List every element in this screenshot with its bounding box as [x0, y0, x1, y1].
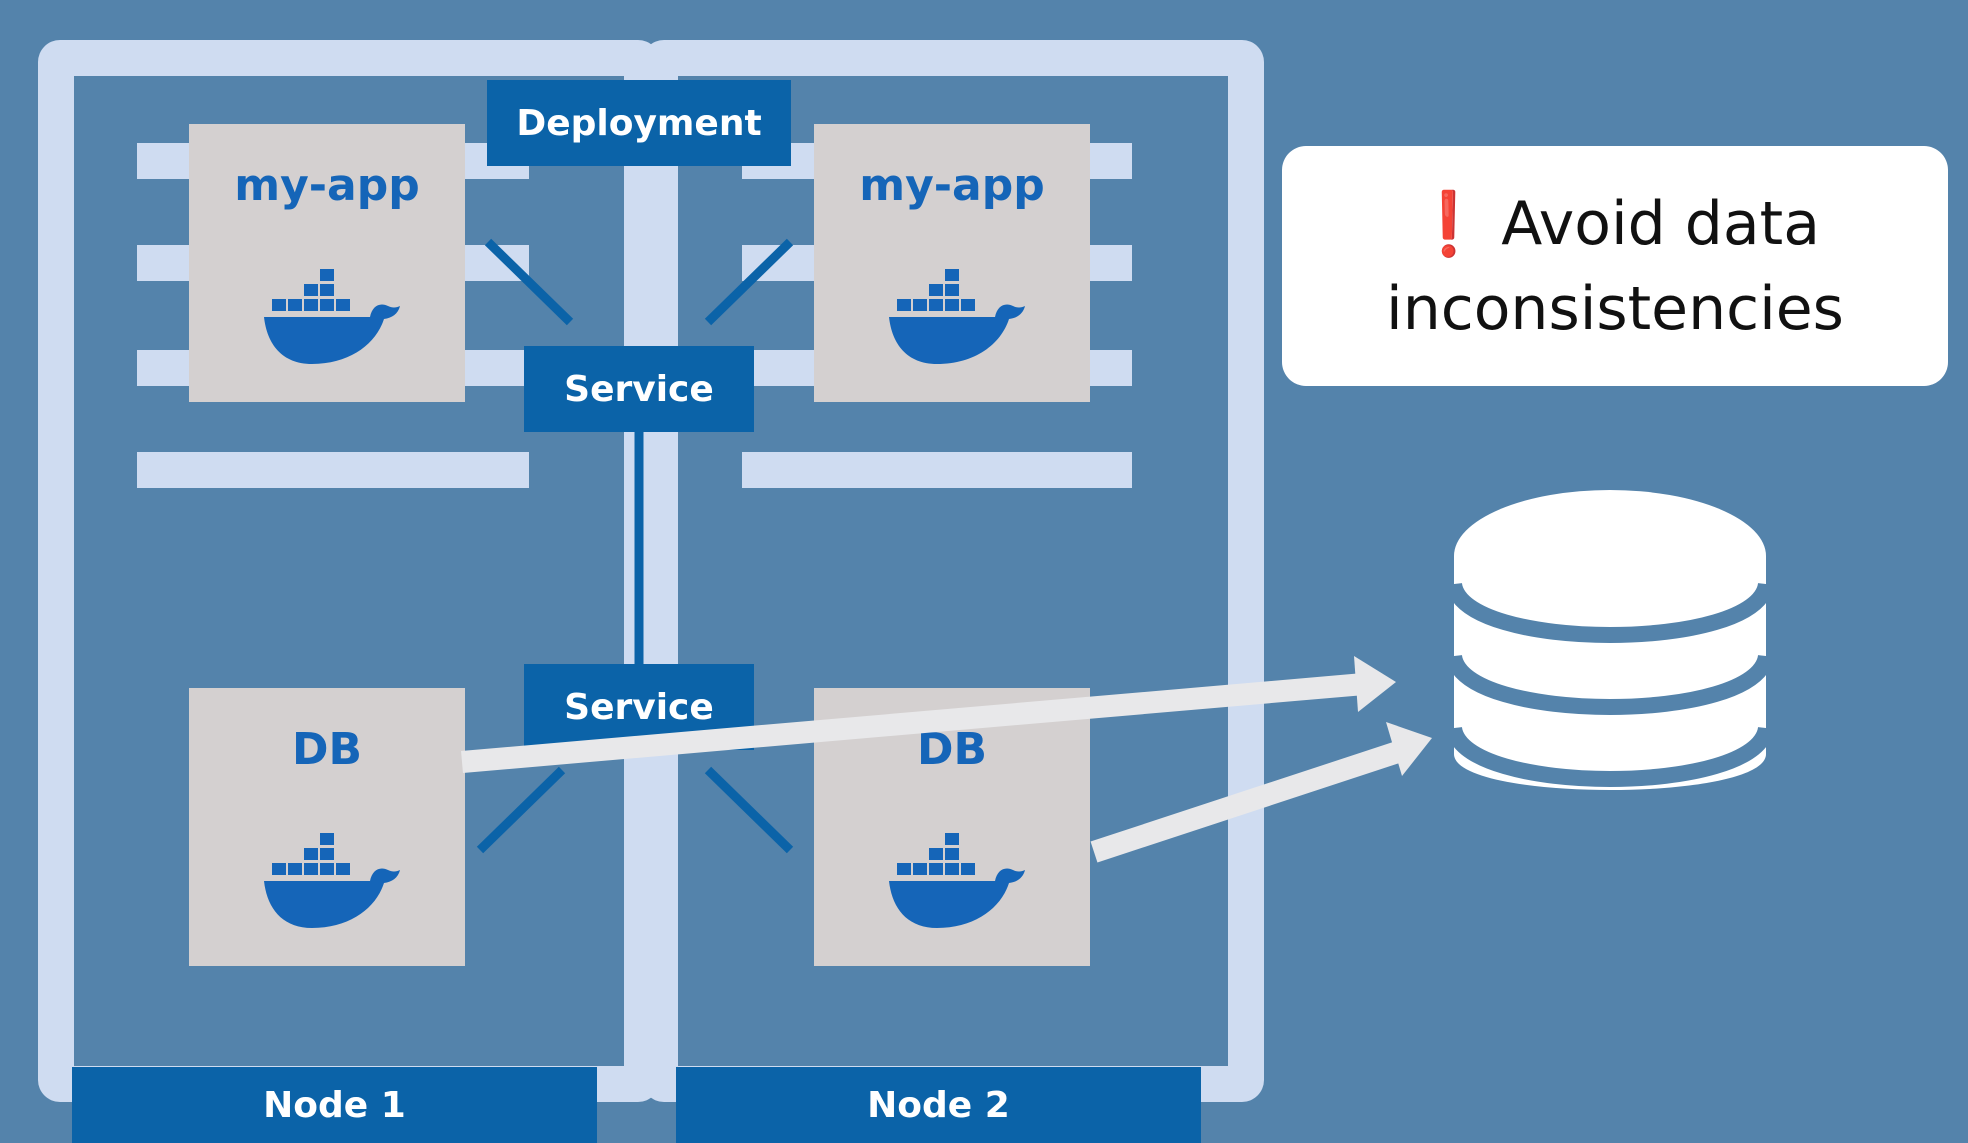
callout-text-line-1: Avoid data [1501, 188, 1820, 259]
db-pod-node-2: DB [814, 688, 1090, 966]
db-2-write-arrow [1090, 739, 1408, 863]
docker-whale-icon [264, 269, 400, 364]
app-pod-node-1: my-app [189, 124, 465, 402]
node-2-frame [642, 40, 1264, 1102]
pod-title: my-app [859, 160, 1045, 211]
db-pod-2-link [704, 766, 794, 854]
service-tag-app: Service [524, 346, 754, 432]
db-2-write-arrowhead [1386, 722, 1432, 776]
warning-callout: ❗ Avoid data inconsistencies [1282, 146, 1948, 386]
deployment-tag: Deployment [487, 80, 791, 166]
node-1-stripe [137, 452, 529, 488]
db-1-write-arrowhead [1354, 656, 1396, 712]
node-1-label: Node 1 [72, 1067, 597, 1143]
db-1-write-arrow [461, 673, 1365, 773]
callout-text-line-2: inconsistencies [1386, 274, 1844, 345]
database-icon [1452, 490, 1768, 790]
app-pod-2-link [704, 238, 794, 326]
callout-line-2: inconsistencies [1386, 267, 1844, 351]
db-pod-node-1: DB [189, 688, 465, 966]
exclamation-icon: ❗ [1410, 186, 1488, 260]
callout-line-1: ❗ Avoid data [1410, 181, 1820, 268]
app-pod-node-2: my-app [814, 124, 1090, 402]
db-pod-1-link [476, 766, 566, 854]
pod-title: DB [291, 724, 363, 775]
pod-title: my-app [234, 160, 420, 211]
docker-whale-icon [889, 269, 1025, 364]
node-2-label: Node 2 [676, 1067, 1201, 1143]
app-pod-1-link [484, 238, 574, 326]
docker-whale-icon [889, 833, 1025, 928]
docker-whale-icon [264, 833, 400, 928]
node-2-stripe [742, 452, 1132, 488]
